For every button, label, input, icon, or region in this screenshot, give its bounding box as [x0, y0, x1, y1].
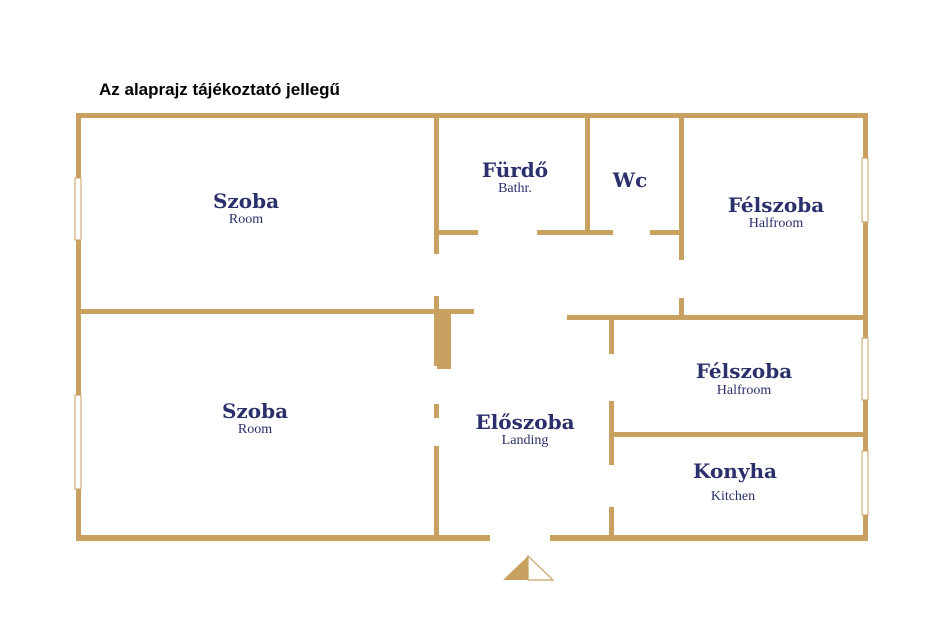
outer-walls [76, 113, 868, 541]
room-name: Félszoba [696, 359, 792, 383]
room-subtitle: Halfroom [749, 216, 804, 231]
room-subtitle: Halfroom [717, 383, 772, 398]
room-konyha: Konyha Kitchen [693, 459, 777, 504]
room-subtitle: Room [238, 422, 272, 437]
room-name: Előszoba [475, 410, 574, 434]
room-subtitle: Landing [502, 433, 549, 448]
window [861, 450, 869, 516]
entrance-marker [503, 554, 555, 581]
plan-caption: Az alaprajz tájékoztató jellegű [99, 80, 340, 99]
room-felszoba-middle: Félszoba Halfroom [696, 359, 792, 398]
room-szoba-top: Szoba Room [213, 189, 279, 227]
room-subtitle: Room [229, 212, 263, 227]
room-name: Wc [612, 168, 648, 192]
room-name: Konyha [693, 459, 777, 483]
windows [74, 157, 869, 516]
room-subtitle: Bathr. [498, 181, 532, 196]
window [861, 337, 869, 401]
interior-walls [76, 113, 868, 538]
room-name: Fürdő [482, 158, 548, 182]
room-name: Félszoba [728, 193, 824, 217]
room-felszoba-top: Félszoba Halfroom [728, 193, 824, 231]
room-szoba-bottom: Szoba Room [222, 399, 288, 437]
window [861, 157, 869, 223]
room-furdo: Fürdő Bathr. [482, 158, 548, 196]
room-wc: Wc [612, 168, 648, 192]
room-subtitle: Kitchen [711, 489, 755, 504]
window [74, 394, 82, 490]
window [74, 177, 82, 241]
room-name: Szoba [222, 399, 288, 423]
room-eloszoba: Előszoba Landing [475, 410, 574, 448]
room-name: Szoba [213, 189, 279, 213]
